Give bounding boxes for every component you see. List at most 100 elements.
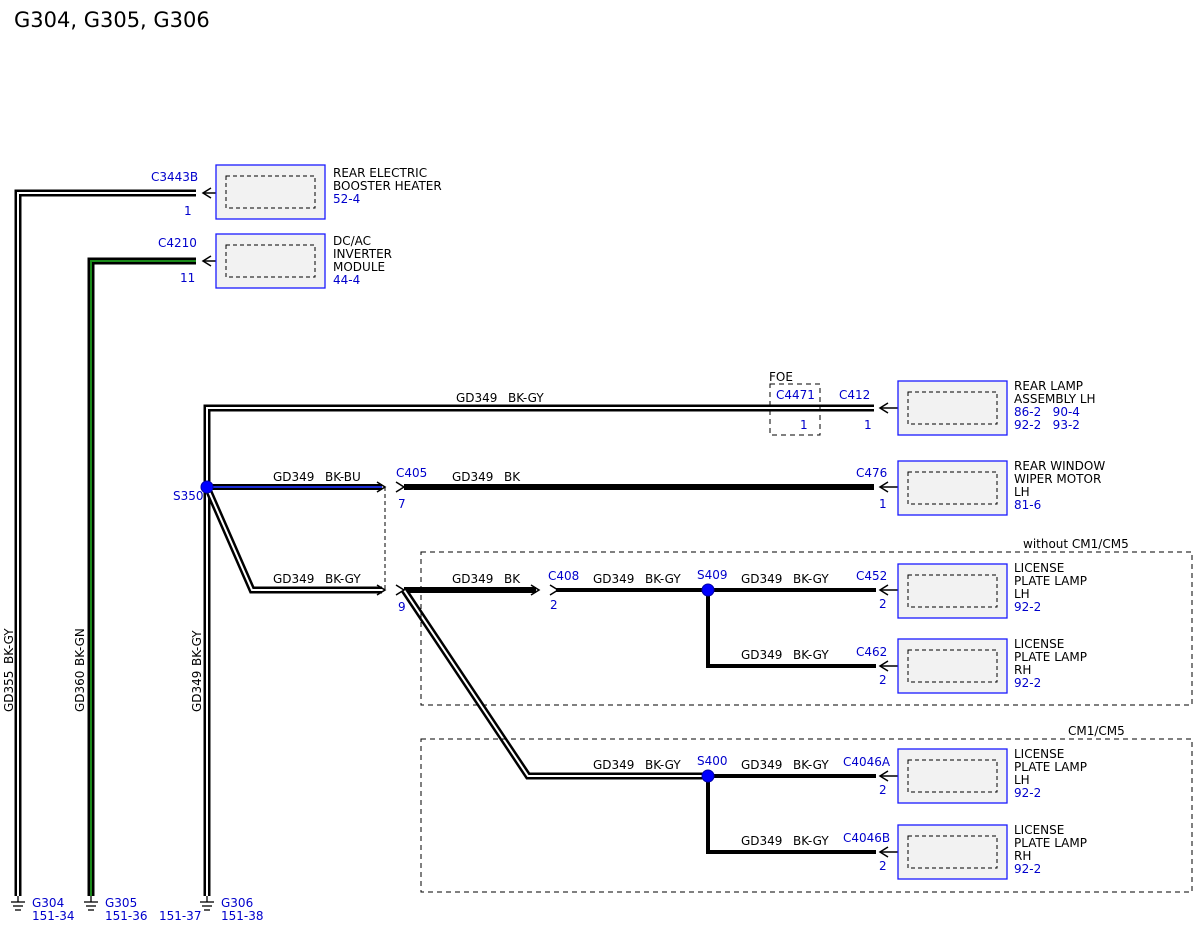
ground-g304-refs: 151-34 [32, 909, 75, 923]
component-wiper-motor [897, 460, 1008, 516]
wire-gd349-circuit: GD349 [190, 671, 204, 712]
wire-bkbu-color: BK-BU [325, 470, 361, 484]
wire-gd349-c462 [706, 590, 876, 668]
lp-rh-b-name-2: PLATE LAMP [1014, 836, 1087, 850]
wire-gd349-top [203, 404, 874, 487]
option-box-with-cm [420, 738, 1193, 893]
pin-c408: 2 [550, 598, 558, 612]
wire-gd355 [14, 189, 196, 896]
booster-heater-name-2: BOOSTER HEATER [333, 179, 442, 193]
wire-gd349-s400 [401, 588, 708, 780]
wire-diag-color: BK-GY [325, 572, 361, 586]
connector-c3443b: C3443B [151, 170, 198, 184]
splice-s409-label: S409 [697, 568, 728, 582]
wire-c4046a-color: BK-GY [793, 758, 829, 772]
wire-bk-circuit: GD349 [452, 470, 493, 484]
wire-c4046b-circuit: GD349 [741, 834, 782, 848]
lp-rh-a-name-2: PLATE LAMP [1014, 650, 1087, 664]
lp-lh-b-name-3: LH [1014, 773, 1030, 787]
wire-c4046b-color: BK-GY [793, 834, 829, 848]
lp-rh-b-ref: 92-2 [1014, 862, 1041, 876]
lp-lh-b-name-2: PLATE LAMP [1014, 760, 1087, 774]
connector-c4046b: C4046B [843, 831, 890, 845]
connector-c4210: C4210 [158, 236, 197, 250]
wire-top-circuit: GD349 [456, 391, 497, 405]
connector-c4046a: C4046A [843, 755, 891, 769]
component-booster-heater [215, 164, 326, 220]
lp-lh-b-ref: 92-2 [1014, 786, 1041, 800]
page-title: G304, G305, G306 [14, 8, 210, 32]
option-with-label: CM1/CM5 [1068, 724, 1125, 738]
wire-c462-circuit: GD349 [741, 648, 782, 662]
pin-c4046a: 2 [879, 783, 887, 797]
ground-g306-refs: 151-38 [221, 909, 264, 923]
lp-rh-b-name-3: RH [1014, 849, 1031, 863]
rear-lamp-ref-2: 92-2 93-2 [1014, 418, 1080, 432]
connector-c476: C476 [856, 466, 887, 480]
pin-c462: 2 [879, 673, 887, 687]
wire-c408-color: BK [504, 572, 521, 586]
lp-lh-b-name-1: LICENSE [1014, 747, 1064, 761]
wire-c452-circuit: GD349 [741, 572, 782, 586]
foe-label: FOE [769, 370, 793, 384]
inverter-name-2: INVERTER [333, 247, 392, 261]
rear-lamp-ref-1: 86-2 90-4 [1014, 405, 1080, 419]
wire-diag-circuit: GD349 [273, 572, 314, 586]
wire-gd349-color: BK-GY [190, 630, 204, 666]
booster-heater-ref: 52-4 [333, 192, 360, 206]
pin-c452: 2 [879, 597, 887, 611]
component-inverter [215, 233, 326, 289]
component-license-lamp-lh-a [897, 563, 1008, 619]
splice-s400 [701, 769, 715, 783]
wire-c4046a-circuit: GD349 [741, 758, 782, 772]
wire-s400-circuit: GD349 [593, 758, 634, 772]
connector-c405: C405 [396, 466, 427, 480]
component-license-lamp-rh-b [897, 824, 1008, 880]
wiper-name-2: WIPER MOTOR [1014, 472, 1101, 486]
pin-c412: 1 [864, 418, 872, 432]
pin-c3443b: 1 [184, 204, 192, 218]
lp-rh-a-name-1: LICENSE [1014, 637, 1064, 651]
foe-connector-box [769, 383, 821, 436]
wire-gd355-color: BK-GY [2, 628, 16, 664]
ground-g305-refs: 151-36 151-37 [105, 909, 201, 923]
lp-lh-a-name-1: LICENSE [1014, 561, 1064, 575]
booster-heater-name-1: REAR ELECTRIC [333, 166, 427, 180]
splice-s409 [701, 583, 715, 597]
wire-c408-circuit: GD349 [452, 572, 493, 586]
splice-s350 [200, 480, 214, 494]
connector-c452: C452 [856, 569, 887, 583]
ground-symbols [11, 896, 214, 911]
wire-c452-color: BK-GY [793, 572, 829, 586]
inverter-name-1: DC/AC [333, 234, 371, 248]
option-without-label: without CM1/CM5 [1023, 537, 1129, 551]
wire-bkbu-circuit: GD349 [273, 470, 314, 484]
wire-gd349-c4046b [706, 776, 876, 854]
pin-c4210: 11 [180, 271, 195, 285]
wire-s409-circuit: GD349 [593, 572, 634, 586]
wire-gd360-color: BK-GN [73, 628, 87, 666]
wiper-name-3: LH [1014, 485, 1030, 499]
connector-c4471: C4471 [776, 388, 815, 402]
lp-lh-a-ref: 92-2 [1014, 600, 1041, 614]
inverter-name-3: MODULE [333, 260, 385, 274]
option-box-without-cm [420, 551, 1193, 706]
wiper-name-1: REAR WINDOW [1014, 459, 1105, 473]
ground-g305-label: G305 [105, 896, 137, 910]
wire-gd355-circuit: GD355 [2, 671, 16, 712]
wire-gd349-diag [203, 485, 382, 594]
pin-c4471: 1 [800, 418, 808, 432]
wire-bk-color: BK [504, 470, 521, 484]
ground-g304-label: G304 [32, 896, 64, 910]
connector-c408: C408 [548, 569, 579, 583]
wire-s409-color: BK-GY [645, 572, 681, 586]
pin-c405b: 9 [398, 600, 406, 614]
pin-c476: 1 [879, 497, 887, 511]
pin-c4046b: 2 [879, 859, 887, 873]
ground-g306-label: G306 [221, 896, 253, 910]
wire-gd360 [87, 257, 196, 896]
lp-rh-a-name-3: RH [1014, 663, 1031, 677]
wiper-ref: 81-6 [1014, 498, 1041, 512]
lp-rh-b-name-1: LICENSE [1014, 823, 1064, 837]
